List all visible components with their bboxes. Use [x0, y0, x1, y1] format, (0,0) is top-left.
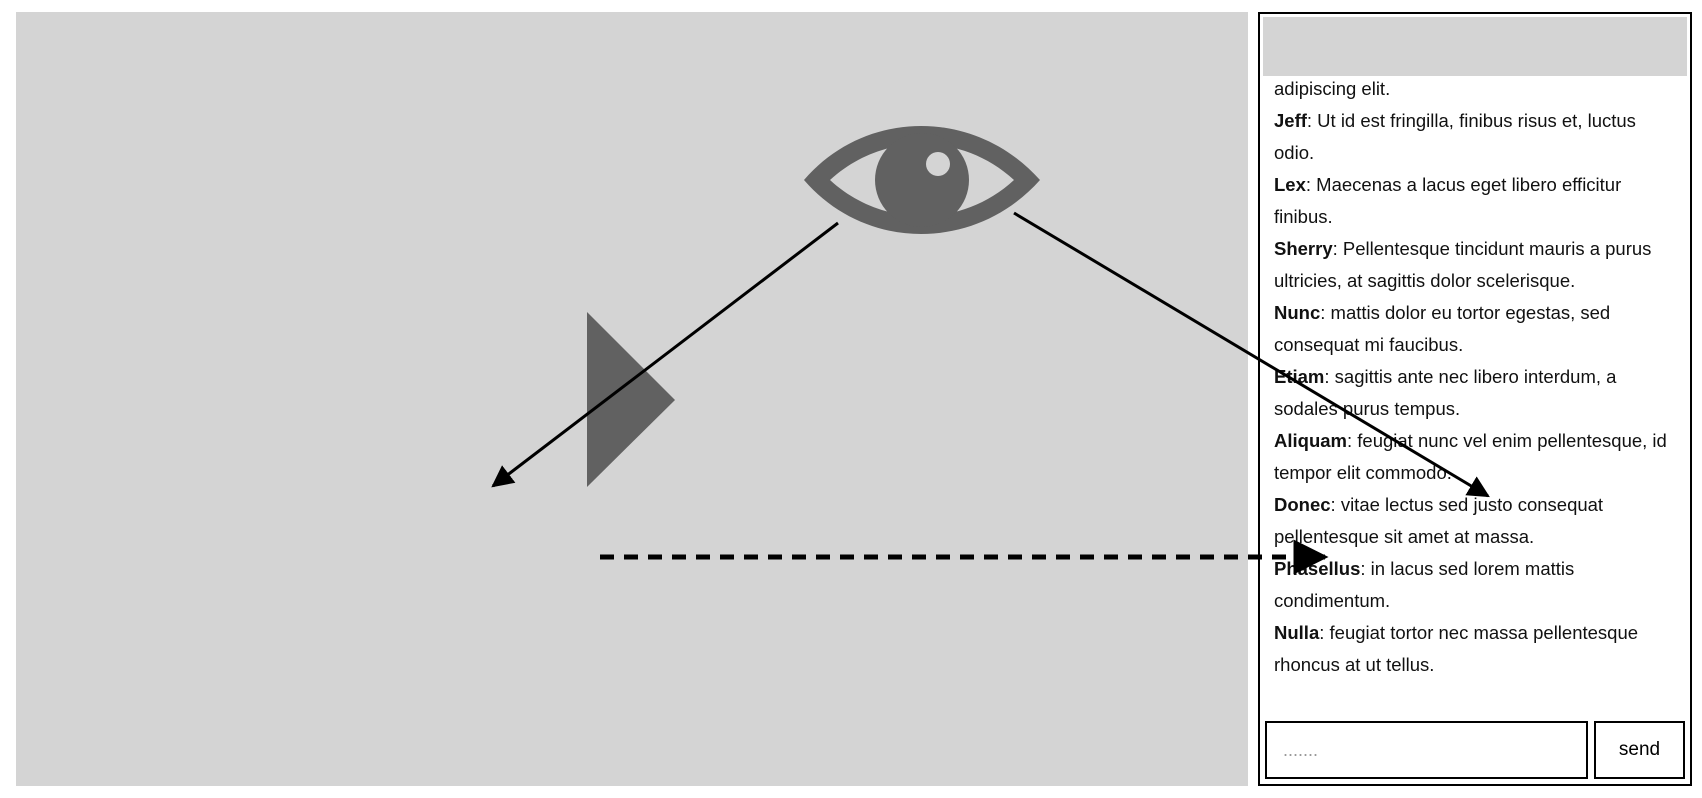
- chat-panel: adipiscing elit. Jeff: Ut id est fringil…: [1258, 12, 1692, 786]
- chat-input[interactable]: [1265, 721, 1588, 779]
- game-stage[interactable]: [16, 12, 1248, 786]
- chat-author: Sherry: [1274, 238, 1333, 259]
- chat-message: Lex: Maecenas a lacus eget libero effici…: [1274, 169, 1680, 233]
- eye-icon: [804, 126, 1040, 234]
- chat-header: [1263, 17, 1687, 76]
- chat-message: Nulla: feugiat tortor nec massa pellente…: [1274, 617, 1680, 681]
- chat-author: Etiam: [1274, 366, 1325, 387]
- chat-author: Nulla: [1274, 622, 1320, 643]
- chat-author: Phasellus: [1274, 558, 1361, 579]
- chat-author: Jeff: [1274, 110, 1307, 131]
- chat-text: : vitae lectus sed justo consequat pelle…: [1274, 494, 1604, 547]
- play-triangle-icon: [587, 312, 675, 487]
- chat-message-partial: adipiscing elit.: [1274, 78, 1391, 99]
- chat-message: Jeff: Ut id est fringilla, finibus risus…: [1274, 105, 1680, 169]
- chat-text: : mattis dolor eu tortor egestas, sed co…: [1274, 302, 1611, 355]
- chat-author: Nunc: [1274, 302, 1321, 323]
- chat-message: Etiam: sagittis ante nec libero interdum…: [1274, 361, 1680, 425]
- chat-message: Aliquam: feugiat nunc vel enim pellentes…: [1274, 425, 1680, 489]
- stage-canvas: [587, 126, 1040, 487]
- chat-message: Donec: vitae lectus sed justo consequat …: [1274, 489, 1680, 553]
- chat-input-row: send: [1265, 721, 1685, 779]
- chat-text: : sagittis ante nec libero interdum, a s…: [1274, 366, 1617, 419]
- chat-message: Nunc: mattis dolor eu tortor egestas, se…: [1274, 297, 1680, 361]
- chat-author: Lex: [1274, 174, 1306, 195]
- chat-text: : Ut id est fringilla, finibus risus et,…: [1274, 110, 1636, 163]
- chat-text: : feugiat tortor nec massa pellentesque …: [1274, 622, 1639, 675]
- chat-author: Aliquam: [1274, 430, 1347, 451]
- chat-message: Sherry: Pellentesque tincidunt mauris a …: [1274, 233, 1680, 297]
- send-button[interactable]: send: [1594, 721, 1685, 779]
- chat-message: Phasellus: in lacus sed lorem mattis con…: [1274, 553, 1680, 617]
- chat-text: : Maecenas a lacus eget libero efficitur…: [1274, 174, 1622, 227]
- chat-log[interactable]: adipiscing elit. Jeff: Ut id est fringil…: [1274, 73, 1680, 681]
- chat-text: : in lacus sed lorem mattis condimentum.: [1274, 558, 1575, 611]
- chat-author: Donec: [1274, 494, 1331, 515]
